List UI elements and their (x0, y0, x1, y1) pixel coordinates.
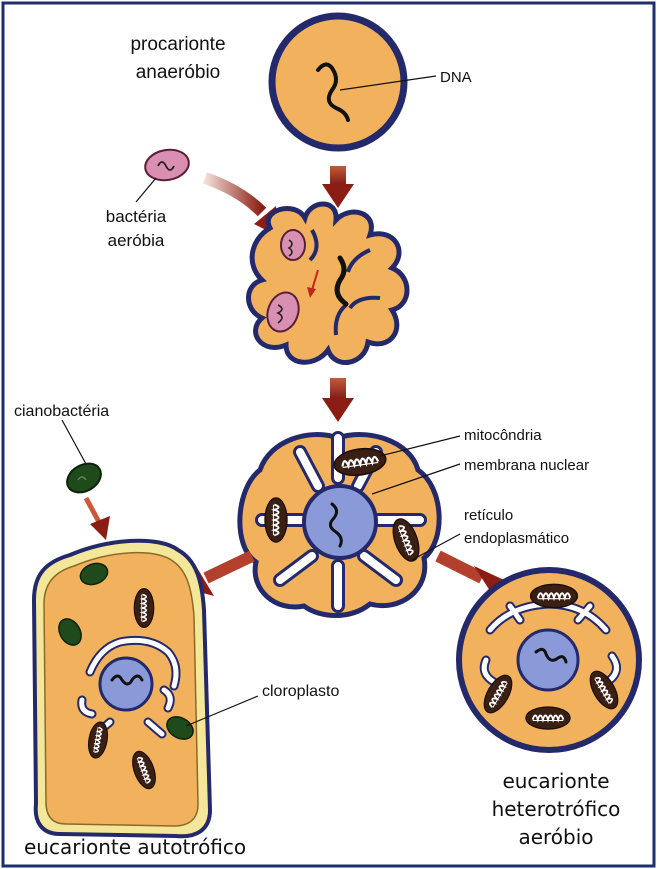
engulfing-cell (249, 204, 408, 362)
arrow-cyano-down (86, 498, 110, 540)
prokaryote-cell (272, 16, 404, 148)
heterotrofico-label-line2: heterotrófico (492, 797, 621, 821)
heterotrofico-label-line3: aeróbio (518, 825, 593, 849)
heterotrofico-label-line1: eucarionte (502, 769, 609, 793)
bacteria-label-line2: aeróbia (108, 231, 165, 250)
early-eukaryote (240, 435, 439, 616)
procarionte-label-line1: procarionte (130, 34, 225, 55)
autotrophic-eukaryote (34, 541, 210, 837)
arrow-down-1 (322, 166, 354, 208)
bacteria-label-line1: bactéria (106, 207, 167, 226)
heterotrophic-eukaryote (459, 570, 639, 750)
aerobic-bacterium (143, 146, 192, 183)
arrow-down-2 (322, 378, 354, 422)
dna-label: DNA (440, 69, 472, 86)
mitocondria-label: mitocôndria (464, 427, 542, 444)
autotrofico-label: eucarionte autotrófico (24, 835, 246, 859)
cyanobacterium (62, 458, 106, 499)
reticulo-label-line2: endoplasmático (464, 530, 569, 547)
cloroplasto-label: cloroplasto (262, 683, 339, 700)
cianobacteria-leader (62, 420, 86, 464)
membrana-nuclear-label: membrana nuclear (464, 457, 589, 474)
cianobacteria-label: cianobactéria (14, 403, 109, 420)
procarionte-label-line2: anaeróbio (136, 62, 221, 83)
bacteria-leader-line (136, 178, 156, 202)
reticulo-label-line1: retículo (464, 507, 513, 524)
